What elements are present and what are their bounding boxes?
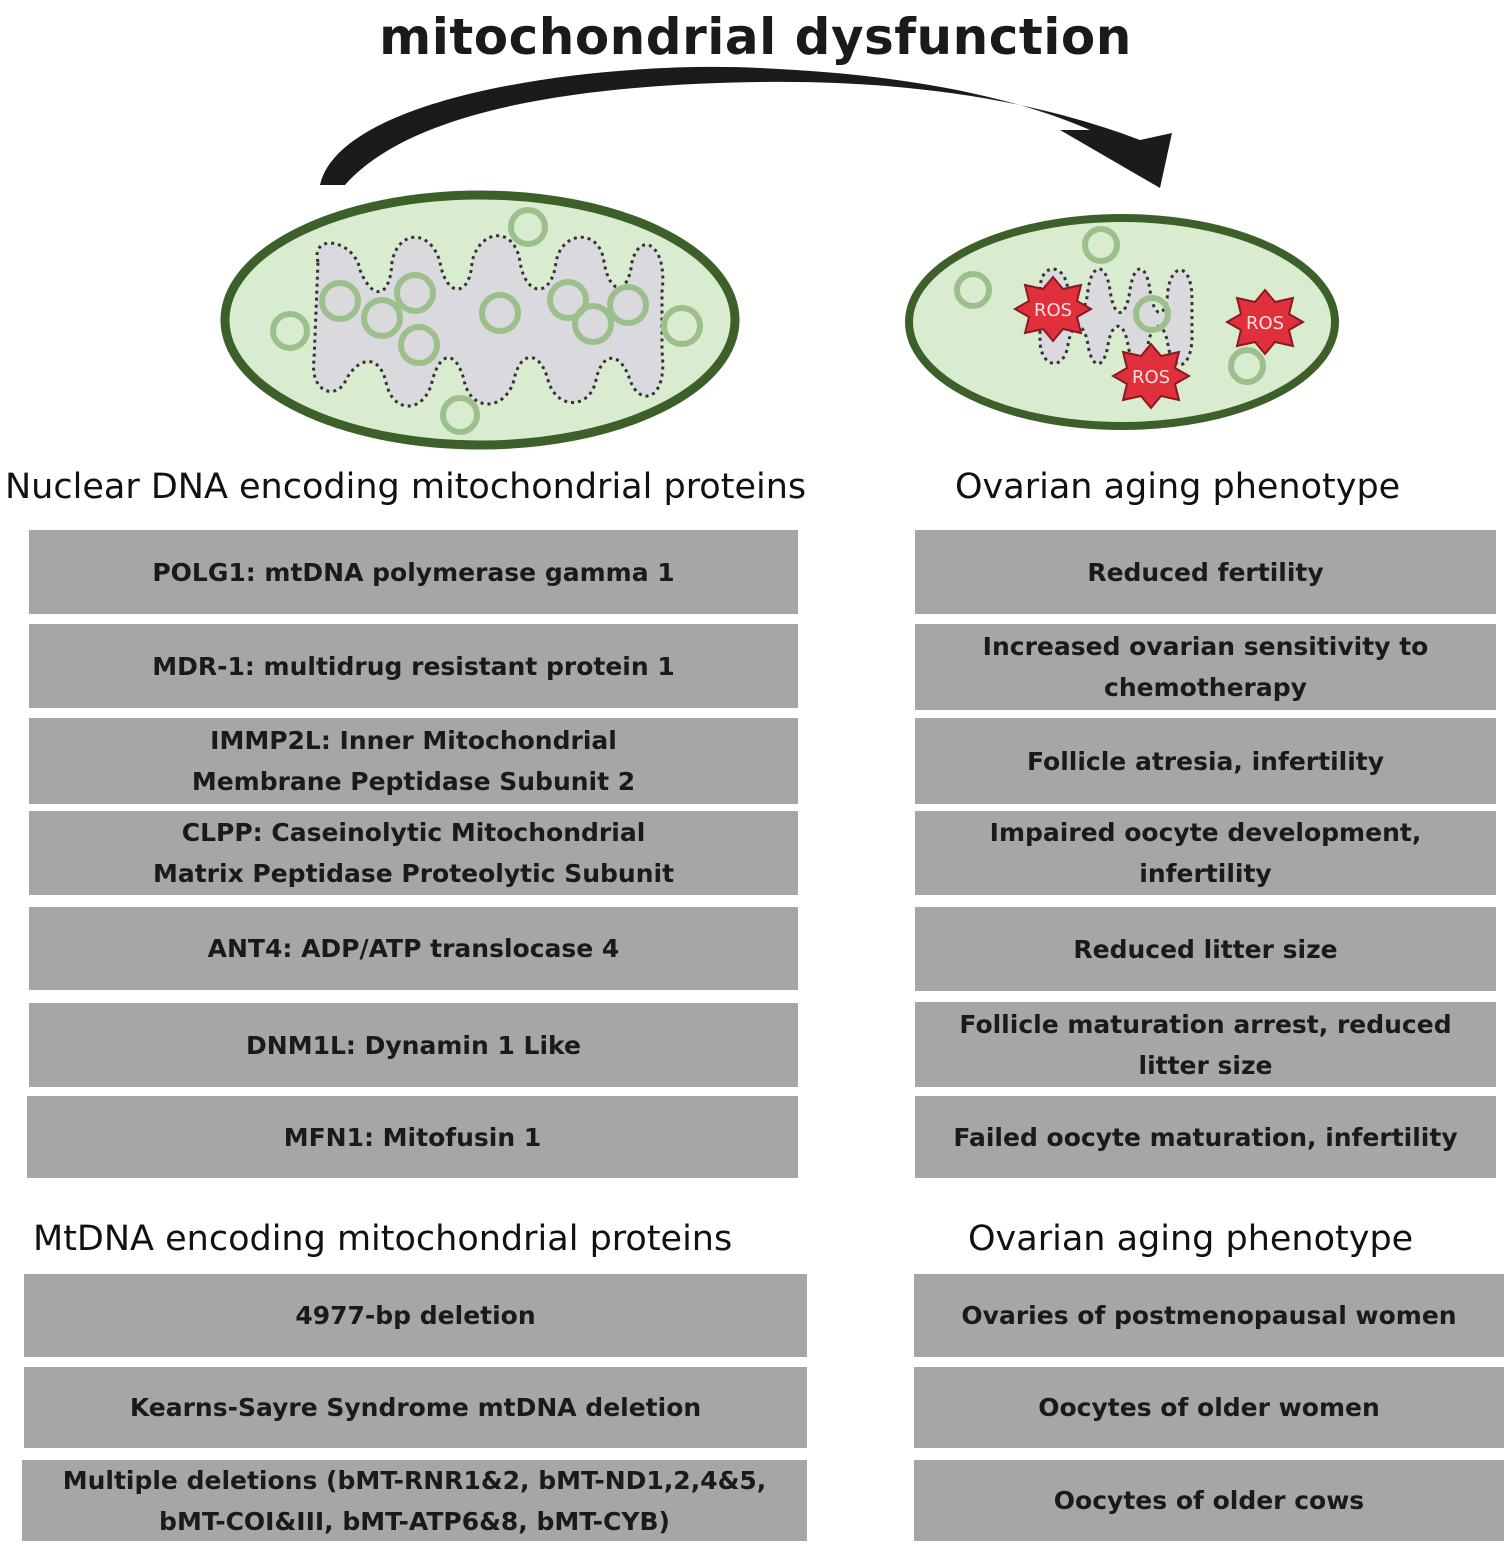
nuclear-heading: Nuclear DNA encoding mitochondrial prote…: [5, 467, 807, 507]
nuclear-gene-box: ANT4: ADP/ATP translocase 4: [29, 907, 798, 990]
mtdna-phenotype-box: Ovaries of postmenopausal women: [914, 1274, 1504, 1357]
nuclear-phenotype-box: Impaired oocyte development,infertility: [915, 811, 1496, 895]
mtdna-gene-box: 4977-bp deletion: [24, 1274, 807, 1357]
mtdna-gene-box: Kearns-Sayre Syndrome mtDNA deletion: [24, 1367, 807, 1448]
damaged-mitochondrion-icon: [905, 214, 1339, 430]
nuclear-gene-box: DNM1L: Dynamin 1 Like: [29, 1003, 798, 1087]
nuclear-phenotype-box: Reduced fertility: [915, 530, 1496, 614]
curved-arrow-icon: [320, 66, 1172, 188]
nuclear-phenotype-box: Failed oocyte maturation, infertility: [915, 1096, 1496, 1178]
mtdna-phenotype-box: Oocytes of older women: [914, 1367, 1504, 1448]
mtdna-gene-box: Multiple deletions (bMT-RNR1&2, bMT-ND1,…: [22, 1460, 807, 1541]
ros-star-icon: ROS: [1110, 342, 1192, 410]
mtdna-heading: MtDNA encoding mitochondrial proteins: [33, 1219, 733, 1259]
nuclear-gene-box: MFN1: Mitofusin 1: [27, 1096, 798, 1178]
ros-label: ROS: [1132, 367, 1170, 388]
ros-star-icon: ROS: [1224, 288, 1306, 356]
ros-star-icon: ROS: [1012, 275, 1094, 343]
mtdna-phenotype-box: Oocytes of older cows: [914, 1460, 1504, 1541]
ros-label: ROS: [1034, 300, 1072, 321]
nuclear-phenotype-box: Reduced litter size: [915, 907, 1496, 991]
figure-title: mitochondrial dysfunction: [379, 8, 1132, 66]
nuclear-phenotype-heading: Ovarian aging phenotype: [955, 467, 1401, 507]
healthy-mitochondrion-icon: [220, 190, 740, 450]
nuclear-gene-box: MDR-1: multidrug resistant protein 1: [29, 624, 798, 708]
mtdna-phenotype-heading: Ovarian aging phenotype: [968, 1219, 1414, 1259]
nuclear-gene-box: POLG1: mtDNA polymerase gamma 1: [29, 530, 798, 614]
mitochondria-illustration: ROS ROS ROS: [220, 66, 1339, 450]
ros-label: ROS: [1246, 313, 1284, 334]
nuclear-phenotype-box: Follicle atresia, infertility: [915, 718, 1496, 804]
